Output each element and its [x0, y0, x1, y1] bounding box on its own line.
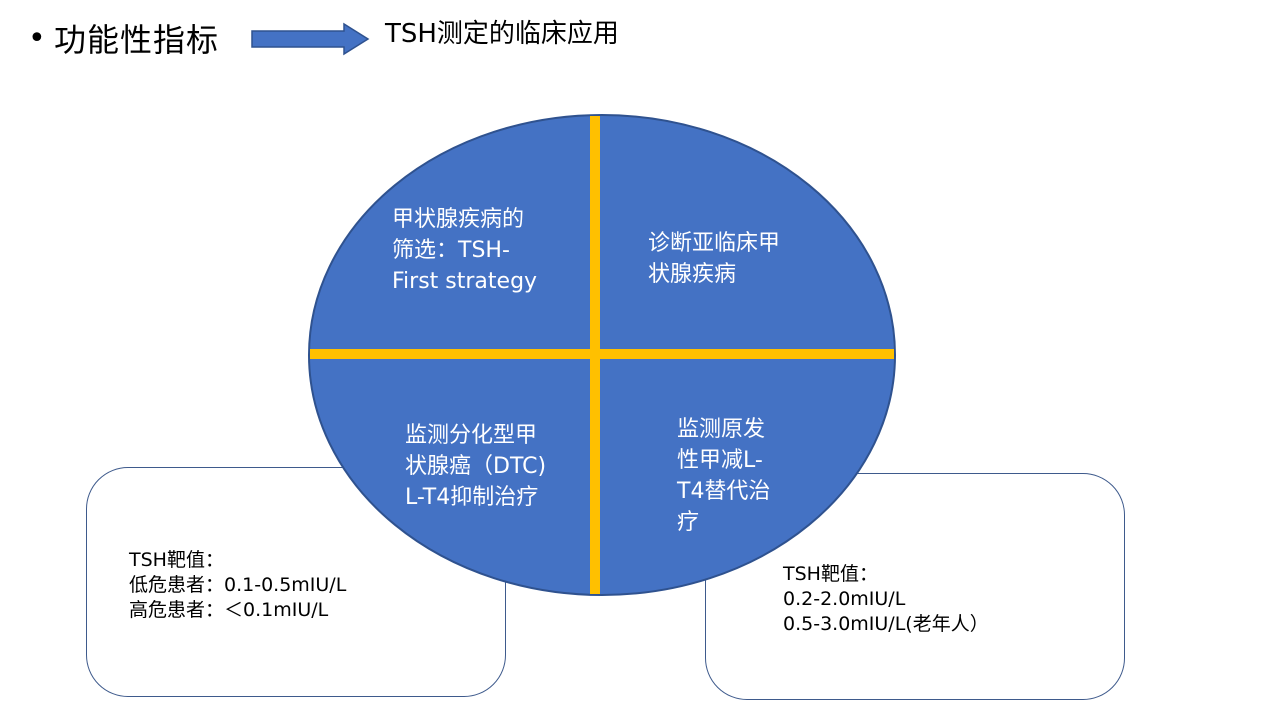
quadrant-line: 诊断亚临床甲 [648, 231, 781, 256]
quadrant-line: L-T4抑制治疗 [405, 485, 539, 510]
quadrant-dtc-monitoring: 监测分化型甲 状腺癌（DTC) L-T4抑制治疗 [405, 420, 546, 513]
right-box-line: 0.2-2.0mIU/L [783, 588, 906, 610]
left-box-line: 高危患者：＜0.1mIU/L [129, 599, 329, 621]
quadrant-line: 监测分化型甲 [405, 423, 538, 448]
left-box-line: TSH靶值： [129, 549, 224, 571]
right-box-line: 0.5-3.0mIU/L(老年人） [783, 613, 989, 635]
quadrant-line: 筛选：TSH- [392, 238, 510, 263]
left-box-text: TSH靶值： 低危患者：0.1-0.5mIU/L 高危患者：＜0.1mIU/L [129, 548, 346, 623]
quadrant-line: 甲状腺疾病的 [392, 207, 525, 232]
quadrant-subclinical-diagnosis: 诊断亚临床甲 状腺疾病 [648, 228, 780, 290]
right-box-line: TSH靶值： [783, 563, 878, 585]
quadrant-line: 疗 [677, 510, 700, 535]
quadrant-line: 性甲减L- [677, 448, 763, 473]
slide-subtitle: TSH测定的临床应用 [385, 19, 619, 49]
quadrant-hypothyroid-monitoring: 监测原发 性甲减L- T4替代治 疗 [677, 414, 770, 538]
slide-header: • 功能性指标 [22, 14, 722, 64]
quadrant-line: 监测原发 [677, 417, 766, 442]
horizontal-divider-right [600, 349, 894, 359]
vertical-divider [590, 116, 600, 594]
right-box-text: TSH靶值： 0.2-2.0mIU/L 0.5-3.0mIU/L(老年人） [783, 562, 989, 637]
quadrant-line: 状腺疾病 [648, 262, 737, 287]
right-target-box: TSH靶值： 0.2-2.0mIU/L 0.5-3.0mIU/L(老年人） [705, 473, 1125, 700]
right-arrow-icon [251, 22, 370, 56]
quadrant-line: T4替代治 [677, 479, 771, 504]
quadrant-screening: 甲状腺疾病的 筛选：TSH- First strategy [392, 204, 537, 297]
arrow-shape [251, 22, 370, 56]
quadrant-line: First strategy [392, 269, 538, 294]
bullet-point: • [28, 21, 46, 56]
left-box-line: 低危患者：0.1-0.5mIU/L [129, 574, 347, 596]
slide-title: 功能性指标 [54, 21, 220, 59]
quadrant-line: 状腺癌（DTC) [405, 454, 547, 479]
horizontal-divider-left [310, 349, 590, 359]
